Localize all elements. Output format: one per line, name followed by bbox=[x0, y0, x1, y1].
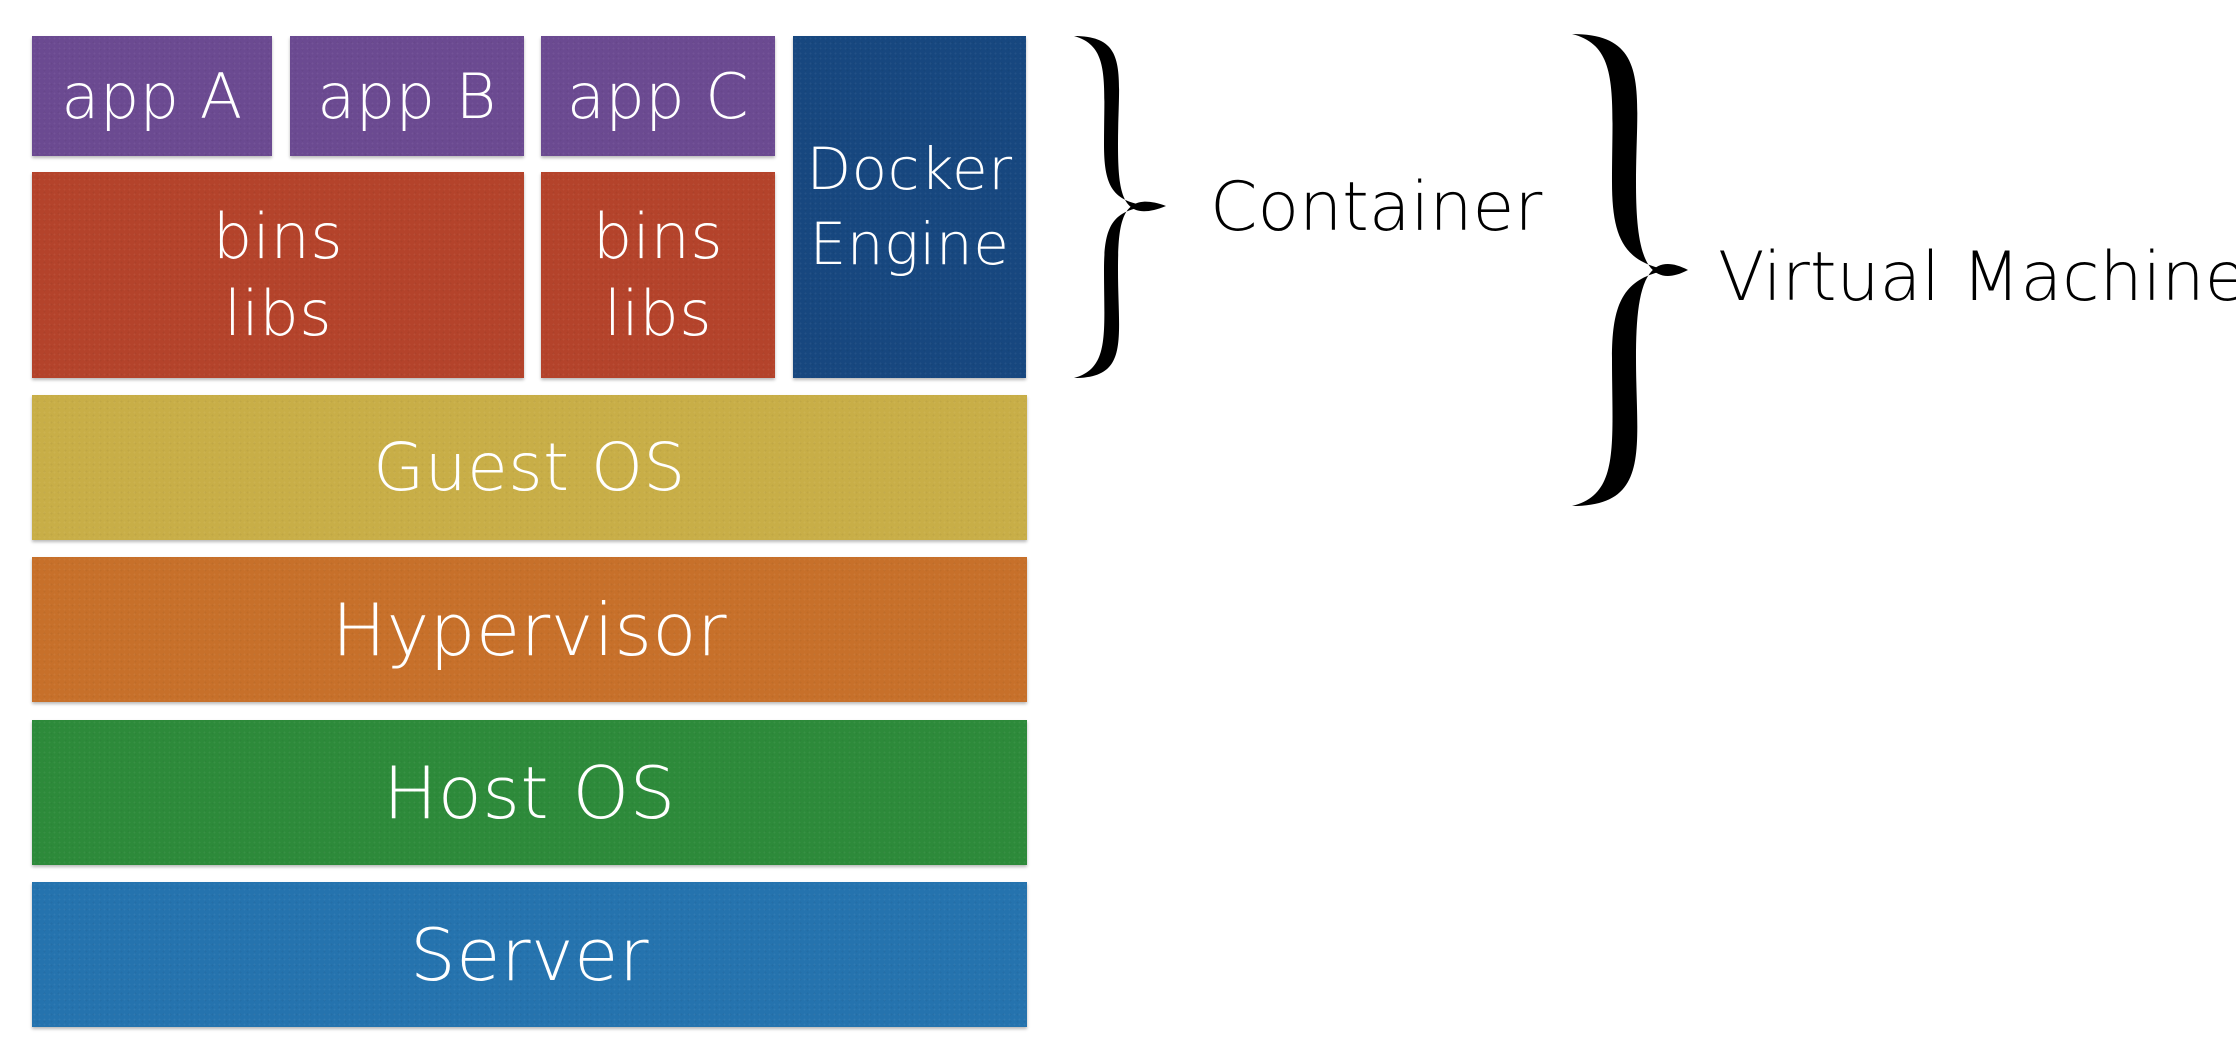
app-a-block: app A bbox=[32, 36, 272, 156]
hypervisor-label: Hypervisor bbox=[331, 587, 728, 672]
container-label: Container bbox=[1210, 168, 1543, 247]
app-b-block: app B bbox=[290, 36, 524, 156]
app-b-label: app B bbox=[317, 59, 497, 133]
virtual-machine-brace-icon bbox=[1572, 34, 1688, 506]
libs-label: libs bbox=[603, 277, 713, 350]
guest-os-layer: Guest OS bbox=[32, 395, 1027, 540]
app-a-label: app A bbox=[61, 59, 243, 133]
bins-libs-block-1: bins libs bbox=[32, 172, 524, 378]
docker-engine-block: Docker Engine bbox=[793, 36, 1026, 378]
server-label: Server bbox=[409, 912, 650, 997]
docker-engine-line1: Docker bbox=[806, 134, 1013, 203]
bins-label: bins bbox=[592, 199, 724, 273]
server-layer: Server bbox=[32, 882, 1027, 1027]
host-os-label: Host OS bbox=[383, 750, 676, 835]
virtual-machine-label: Virtual Machine bbox=[1718, 238, 2236, 317]
container-brace-icon bbox=[1074, 36, 1166, 378]
libs-label: libs bbox=[223, 277, 333, 350]
docker-engine-line2: Engine bbox=[809, 210, 1010, 278]
app-c-block: app C bbox=[541, 36, 775, 156]
hypervisor-layer: Hypervisor bbox=[32, 557, 1027, 702]
bins-libs-block-2: bins libs bbox=[541, 172, 775, 378]
guest-os-label: Guest OS bbox=[373, 429, 686, 506]
bins-label: bins bbox=[212, 199, 344, 273]
app-c-label: app C bbox=[566, 59, 750, 133]
host-os-layer: Host OS bbox=[32, 720, 1027, 865]
